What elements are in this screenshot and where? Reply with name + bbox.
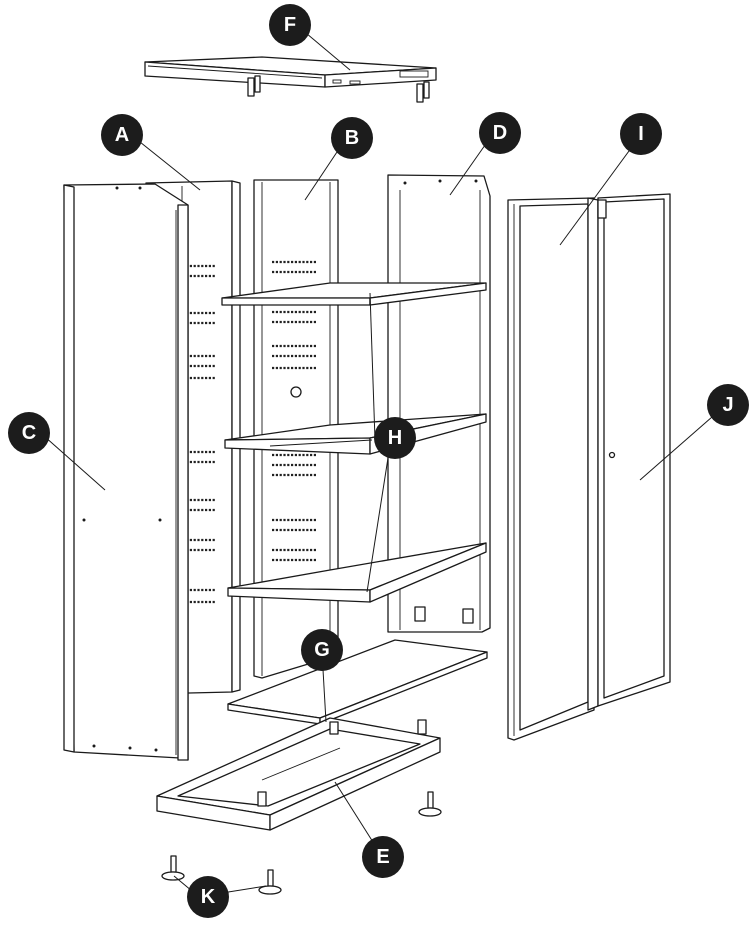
leveling-foot	[258, 869, 282, 895]
shelves-h	[221, 282, 487, 603]
callout-h-label: H	[388, 427, 402, 449]
right-door-j	[597, 193, 671, 707]
callout-k: K	[187, 876, 229, 918]
leveling-foot	[161, 855, 185, 881]
leader-lines	[43, 27, 721, 897]
callout-e: E	[362, 836, 404, 878]
base-frame-e	[156, 717, 441, 831]
bottom-panel-g	[227, 639, 488, 725]
callout-a: A	[101, 114, 143, 156]
leveling-foot	[418, 791, 442, 817]
callout-f-label: F	[284, 14, 296, 36]
callout-g: G	[301, 629, 343, 671]
callout-j-label: J	[722, 394, 733, 416]
callout-e-label: E	[376, 846, 389, 868]
callout-b-label: B	[345, 127, 359, 149]
callout-g-label: G	[314, 639, 330, 661]
callout-d: D	[479, 112, 521, 154]
callout-h: H	[374, 417, 416, 459]
top-panel-f	[144, 56, 437, 103]
callout-i: I	[620, 113, 662, 155]
callout-i-label: I	[638, 123, 644, 145]
callout-f: F	[269, 4, 311, 46]
callout-d-label: D	[493, 122, 507, 144]
callout-a-label: A	[115, 124, 129, 146]
left-side-panel-c	[63, 183, 189, 761]
left-door-i	[507, 197, 599, 741]
callout-b: B	[331, 117, 373, 159]
callout-k-label: K	[201, 886, 216, 908]
leveling-feet-k	[161, 791, 442, 895]
callout-j: J	[707, 384, 749, 426]
callout-c-label: C	[22, 422, 36, 444]
callout-c: C	[8, 412, 50, 454]
